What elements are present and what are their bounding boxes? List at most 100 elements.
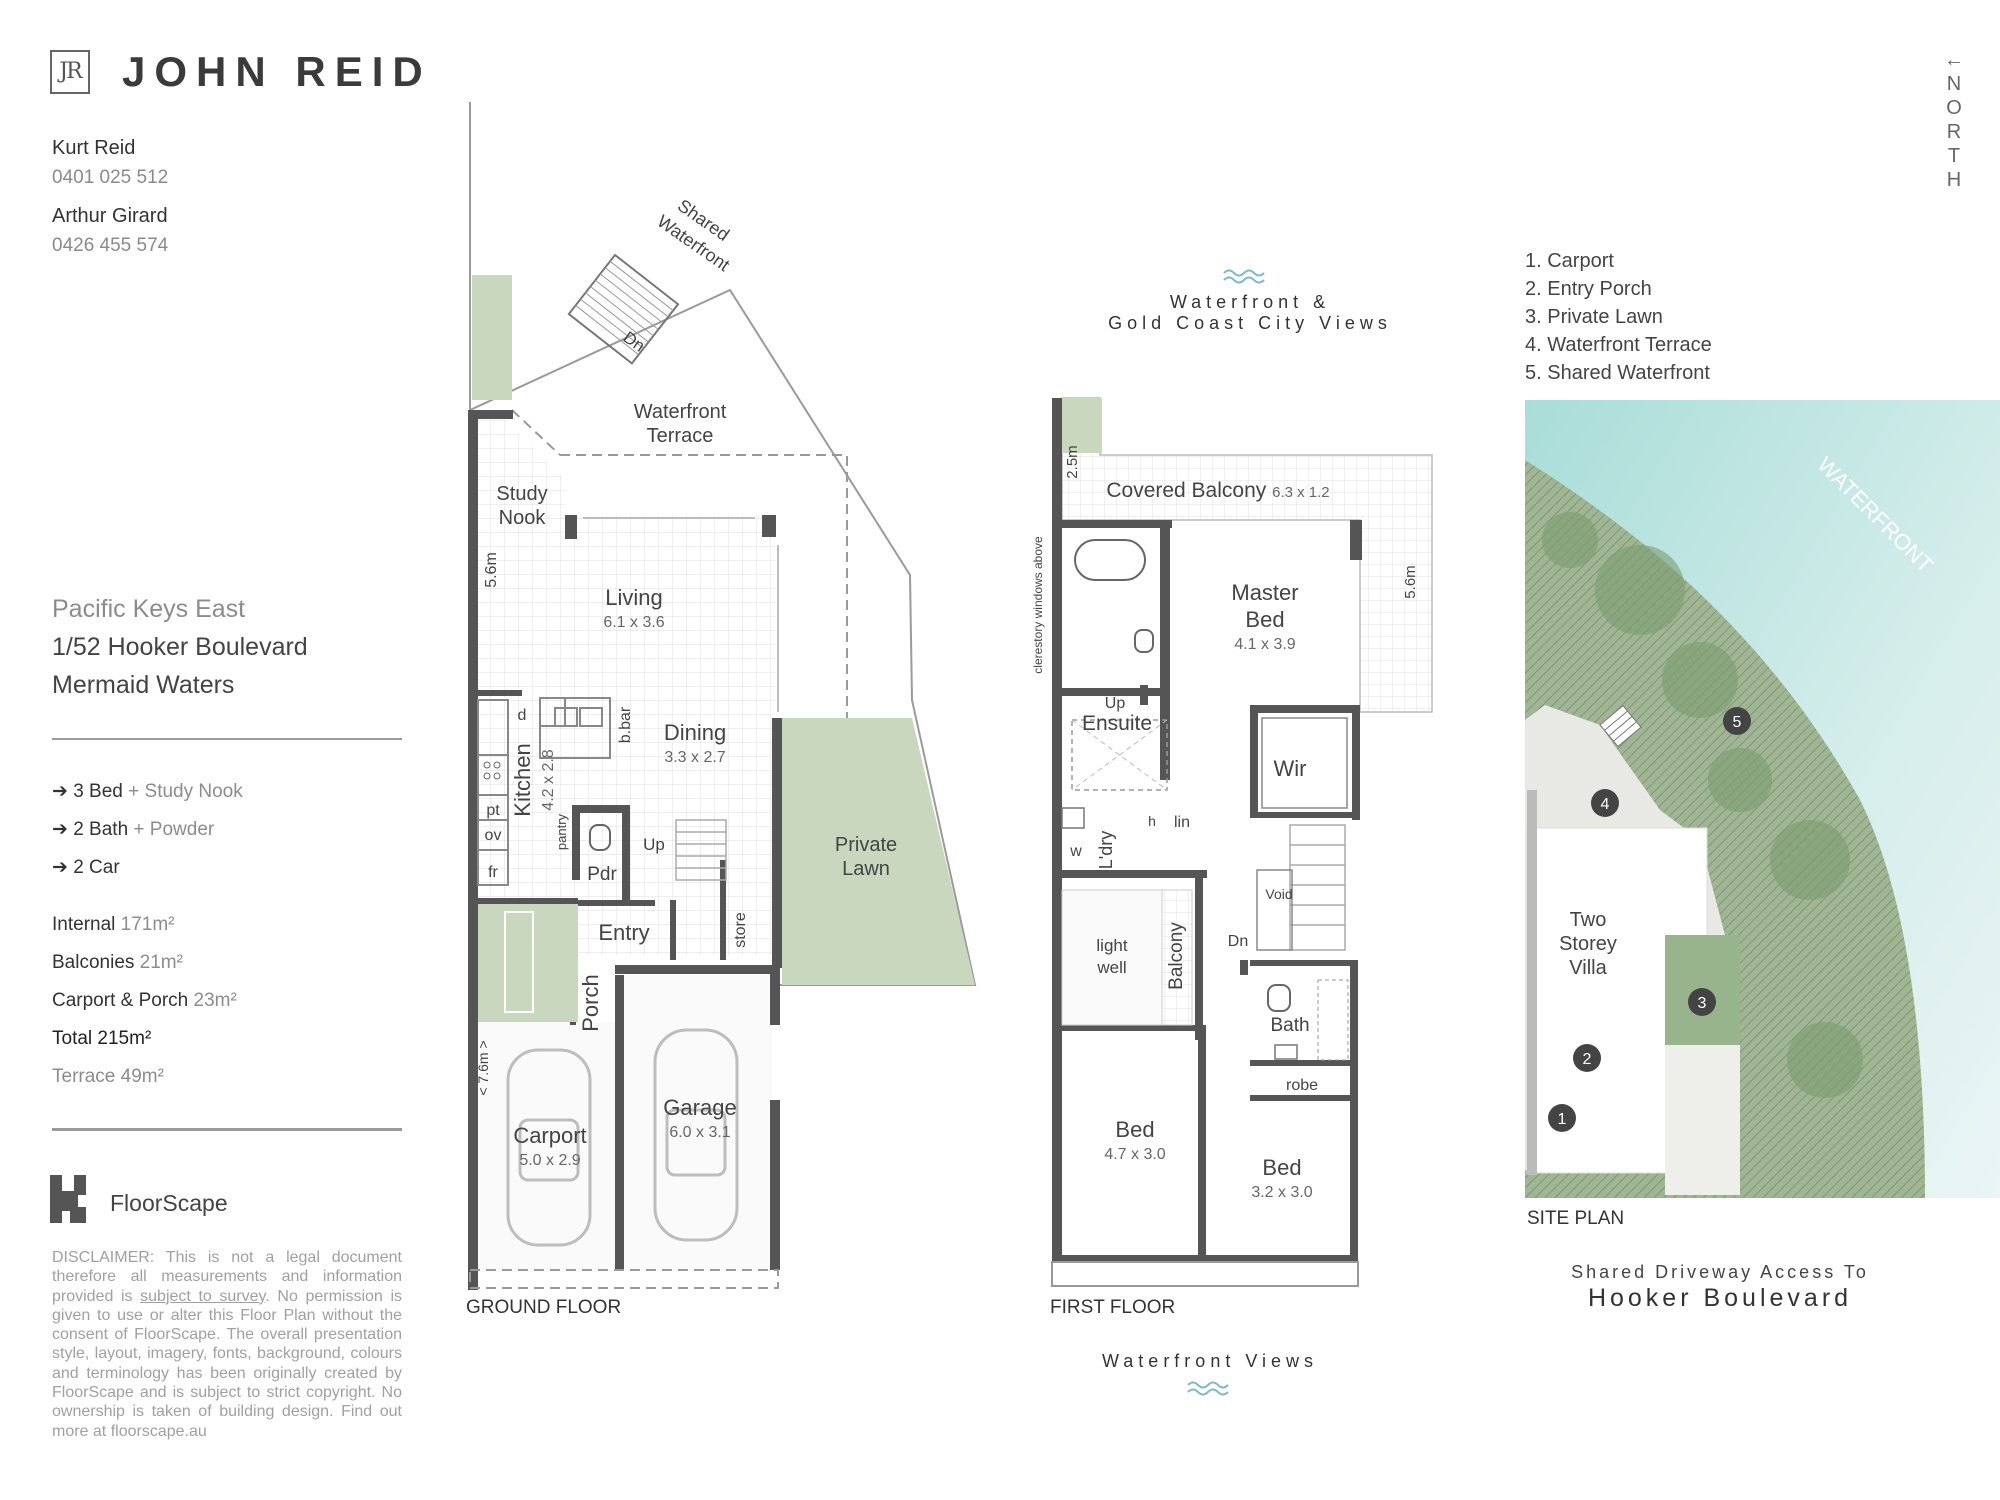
label-dim: < 7.6m > — [475, 1040, 491, 1095]
toilet-icon — [589, 824, 611, 851]
label-ldry: L'dry — [1096, 831, 1116, 869]
label-lin: lin — [1174, 814, 1190, 831]
label-dim: 5.0 x 2.9 — [519, 1152, 580, 1169]
car-icon — [653, 1028, 739, 1242]
area-label: Terrace — [52, 1066, 116, 1087]
label-master: Bed — [1245, 607, 1284, 632]
access-line1: Shared Driveway Access To — [1571, 1262, 1869, 1282]
stairs — [675, 819, 727, 881]
label-store: store — [732, 912, 749, 948]
label-terrace: Waterfront — [634, 401, 727, 423]
svg-text:5: 5 — [1733, 714, 1742, 731]
label-carport: Carport — [513, 1123, 586, 1148]
disclaimer-link[interactable]: subject to survey — [140, 1287, 266, 1305]
label-dim: 5.6m — [1402, 565, 1419, 598]
legend-item: 1. Carport — [1525, 250, 1614, 272]
label-bbar: b.bar — [617, 706, 634, 743]
marker-5: 5 — [1723, 707, 1751, 735]
agent-phone[interactable]: 0401 025 512 — [52, 167, 169, 188]
brand-logo-mark: JR — [50, 50, 90, 94]
label-balcony2: Balcony — [1166, 922, 1187, 990]
label-living: Living — [605, 585, 662, 610]
property-suburb: Mermaid Waters — [52, 671, 235, 699]
label-balcony: Covered Balcony 6.3 x 1.2 — [1106, 479, 1329, 502]
label-entry: Entry — [598, 920, 649, 945]
villa-label: Storey — [1559, 933, 1617, 955]
north-letter: O — [1946, 97, 1962, 119]
north-letter: T — [1947, 145, 1961, 167]
disclaimer: DISCLAIMER: This is not a legal document… — [52, 1248, 402, 1441]
area-value: 49m² — [120, 1066, 164, 1087]
label-dim: 5.6m — [483, 552, 500, 588]
area-carport-porch: Carport & Porch 23m² — [52, 990, 237, 1012]
label-up: Up — [1105, 695, 1126, 712]
label-clerestory: clerestory windows above — [1031, 536, 1045, 674]
area-label: Total — [52, 1028, 93, 1049]
label-dim: 6.1 x 3.6 — [603, 614, 664, 631]
label-lawn: Lawn — [842, 858, 890, 880]
marker-4: 4 — [1591, 789, 1619, 817]
label-dining: Dining — [664, 720, 726, 745]
north-letter: R — [1946, 121, 1962, 143]
agent-name: Arthur Girard — [52, 205, 168, 227]
marker-1: 1 — [1548, 1104, 1576, 1132]
label-dim: 3.3 x 2.7 — [664, 749, 725, 766]
label-w: w — [1069, 843, 1082, 860]
area-label: Carport & Porch — [52, 990, 189, 1011]
arrow-left-icon: ← — [1944, 49, 1964, 71]
label-study: Nook — [499, 507, 547, 529]
wave-icon — [1187, 1381, 1229, 1396]
villa-label: Two — [1570, 909, 1607, 931]
legend-item: 2. Entry Porch — [1525, 278, 1652, 300]
label-lawn: Private — [835, 834, 897, 856]
legend-item: 3. Private Lawn — [1525, 306, 1663, 328]
label-d: d — [518, 707, 527, 724]
garden-bed — [472, 275, 512, 400]
divider — [52, 1128, 402, 1131]
label-fr: fr — [488, 864, 498, 881]
kitchen-fittings — [477, 697, 611, 886]
area-terrace: Terrace 49m² — [52, 1066, 164, 1088]
label-wir: Wir — [1274, 756, 1307, 781]
property-street: 1/52 Hooker Boulevard — [52, 633, 308, 661]
agent-phone[interactable]: 0426 455 574 — [52, 235, 169, 256]
disclaimer-text: . No permission is given to use or alter… — [52, 1287, 402, 1440]
feature-item: ➔ 2 Bath + Powder — [52, 818, 214, 841]
arrow-right-icon: ➔ — [52, 781, 68, 802]
label-dim: 4.7 x 3.0 — [1104, 1146, 1165, 1163]
site-plan-map: WATERFRONT Two Storey Villa 1 2 3 4 5 — [1525, 400, 2000, 1198]
floorscape-brand: FloorScape — [110, 1190, 228, 1216]
feature-main: 2 Bath — [73, 819, 129, 840]
property-estate: Pacific Keys East — [52, 595, 246, 623]
label-bed2: Bed — [1262, 1155, 1301, 1180]
first-floor-plan: 2.5m Covered Balcony 6.3 x 1.2 5.6m cler… — [1031, 397, 1433, 1287]
label-robe: robe — [1286, 1077, 1318, 1094]
area-value: 215m² — [97, 1028, 152, 1049]
label-lightwell: well — [1096, 958, 1126, 977]
area-label: Internal — [52, 914, 116, 935]
balcony-floor — [1061, 397, 1433, 713]
svg-text:3: 3 — [1698, 995, 1707, 1012]
private-lawn-area — [782, 718, 975, 985]
legend-item: 4. Waterfront Terrace — [1525, 334, 1712, 356]
label-ensuite: Ensuite — [1082, 712, 1152, 735]
agent-name: Kurt Reid — [52, 137, 136, 159]
feature-extra: + Powder — [133, 819, 215, 840]
site-plan-label: SITE PLAN — [1527, 1208, 1625, 1229]
area-balconies: Balconies 21m² — [52, 952, 183, 974]
feature-main: 3 Bed — [73, 781, 123, 802]
north-letter: H — [1946, 169, 1962, 191]
floorscape-logo-icon — [50, 1175, 86, 1223]
site-legend: 1. Carport 2. Entry Porch 3. Private Law… — [1525, 247, 1712, 387]
stairs — [1289, 824, 1346, 951]
area-label: Balconies — [52, 952, 135, 973]
label-garage: Garage — [663, 1095, 736, 1120]
villa-label: Villa — [1569, 957, 1607, 979]
arrow-right-icon: ➔ — [52, 857, 68, 878]
label-up: Up — [643, 835, 665, 854]
disclaimer-text: DISCLAIMER: This is not a legal document… — [52, 1249, 402, 1305]
label-dim: 6.0 x 3.1 — [669, 1124, 730, 1141]
label-study: Study — [496, 483, 547, 505]
toilet-icon — [1134, 629, 1154, 653]
waterfront-stairs — [567, 253, 680, 365]
